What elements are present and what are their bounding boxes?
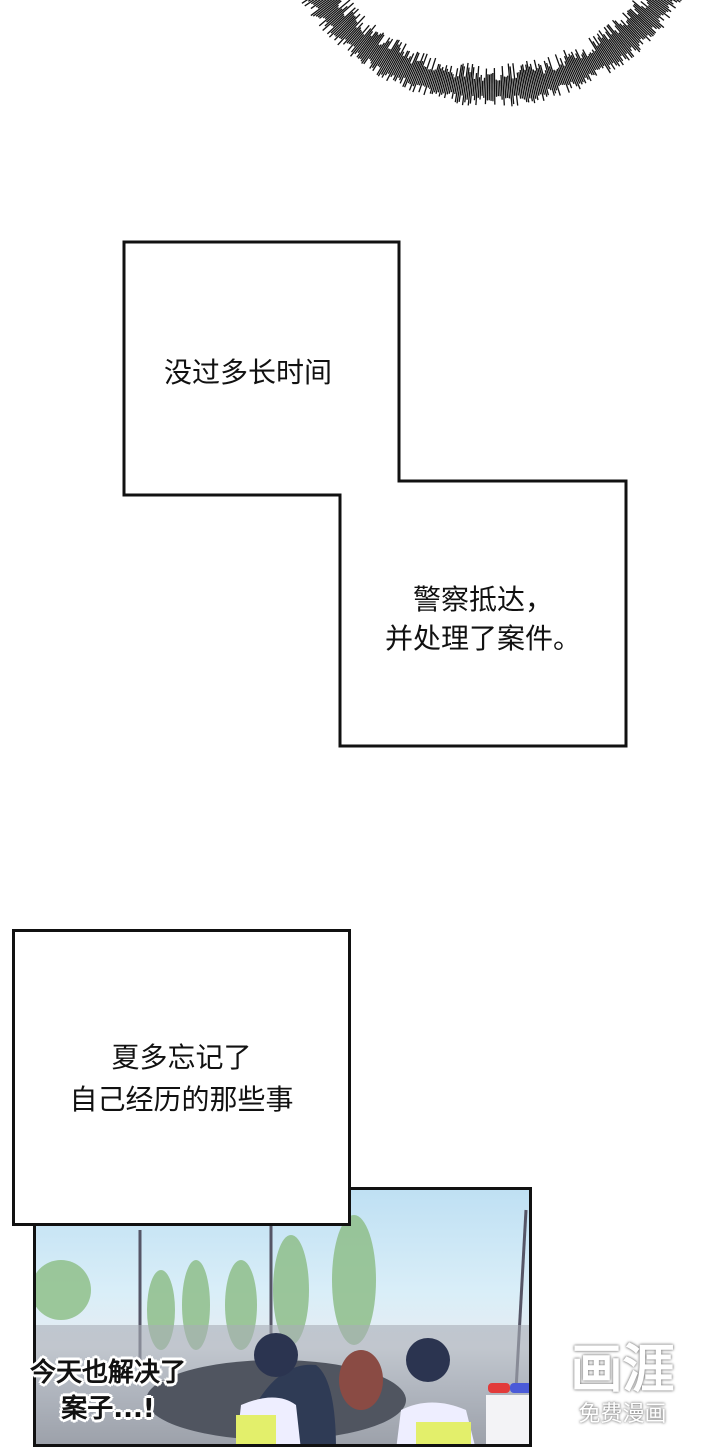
- speech-line-2: 案子...!: [30, 1391, 186, 1427]
- speech-line-1: 今天也解决了: [30, 1355, 186, 1391]
- watermark-logo: 画涯: [560, 1340, 685, 1400]
- caption-2-line-2: 并处理了案件。: [340, 618, 626, 660]
- caption-3-line-1: 夏多忘记了: [12, 1037, 351, 1079]
- speech-text: 今天也解决了 案子...!: [30, 1355, 186, 1427]
- watermark: 画涯 免费漫画: [560, 1340, 685, 1430]
- caption-2-line-1: 警察抵达，: [340, 579, 626, 621]
- watermark-subtitle: 免费漫画: [560, 1400, 685, 1430]
- caption-1: 没过多长时间: [124, 352, 372, 394]
- caption-3-line-2: 自己经历的那些事: [12, 1079, 351, 1121]
